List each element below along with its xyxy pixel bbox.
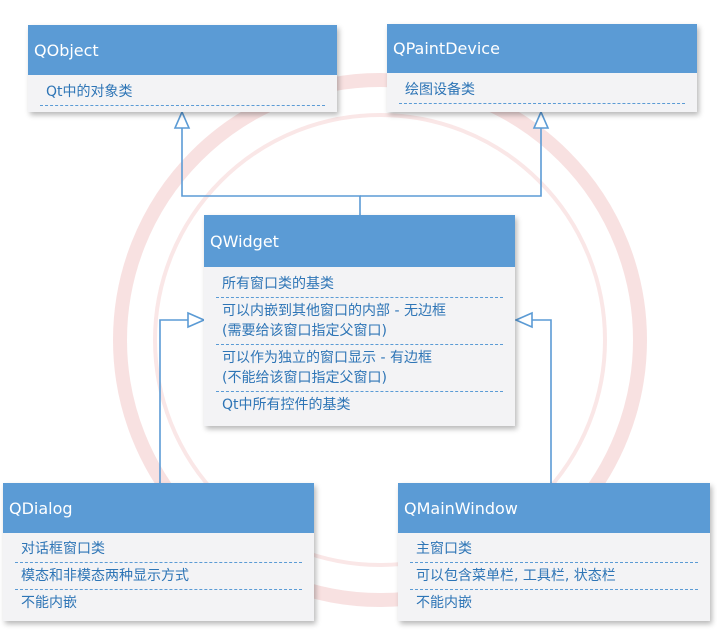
qdialog-member-3: 不能内嵌 bbox=[21, 595, 77, 611]
qwidget-member-1: 所有窗口类的基类 bbox=[216, 271, 503, 298]
class-qwidget-name: QWidget bbox=[204, 215, 515, 267]
qwidget-member-2-line-2: (需要给该窗口指定父窗口) bbox=[222, 323, 387, 339]
class-qmainwindow: QMainWindow 主窗口类 可以包含菜单栏, 工具栏, 状态栏 不能内嵌 bbox=[398, 483, 710, 621]
class-qpaintdevice-name: QPaintDevice bbox=[387, 24, 697, 73]
class-qdialog-name: QDialog bbox=[3, 483, 314, 533]
class-qwidget: QWidget 所有窗口类的基类 可以内嵌到其他窗口的内部 - 无边框 (需要给… bbox=[204, 215, 515, 426]
arrowhead-qdialog bbox=[187, 311, 206, 329]
arrowhead-qobject bbox=[173, 110, 191, 129]
qmainwindow-member-2: 可以包含菜单栏, 工具栏, 状态栏 bbox=[410, 563, 698, 590]
connector-qdialog-qwidget bbox=[159, 319, 190, 483]
qdialog-member-1: 对话框窗口类 bbox=[15, 536, 302, 563]
connector-qmainwindow-qwidget bbox=[530, 319, 552, 483]
class-qpaintdevice: QPaintDevice 绘图设备类 bbox=[387, 24, 697, 112]
arrowhead-qpaintdevice bbox=[532, 110, 550, 129]
qmainwindow-member-3: 不能内嵌 bbox=[416, 595, 472, 611]
qpaintdevice-member: 绘图设备类 bbox=[399, 77, 685, 104]
qwidget-member-4: Qt中所有控件的基类 bbox=[216, 392, 503, 418]
qwidget-member-2: 可以内嵌到其他窗口的内部 - 无边框 (需要给该窗口指定父窗口) bbox=[216, 298, 503, 345]
class-qmainwindow-name: QMainWindow bbox=[398, 483, 710, 533]
qwidget-member-3: 可以作为独立的窗口显示 - 有边框 (不能给该窗口指定父窗口) bbox=[216, 345, 503, 392]
class-qobject-name: QObject bbox=[28, 25, 337, 75]
qwidget-member-3-line-1: 可以作为独立的窗口显示 - 有边框 bbox=[222, 350, 432, 366]
qwidget-member-3-line-2: (不能给该窗口指定父窗口) bbox=[222, 370, 387, 386]
qdialog-member-2: 模态和非模态两种显示方式 bbox=[15, 563, 302, 590]
connector-qwidget-qobject bbox=[181, 126, 361, 215]
qwidget-member-4-line-1: Qt中所有控件的基类 bbox=[222, 397, 351, 413]
qwidget-member-1-line-1: 所有窗口类的基类 bbox=[222, 276, 334, 292]
class-qdialog: QDialog 对话框窗口类 模态和非模态两种显示方式 不能内嵌 bbox=[3, 483, 314, 621]
class-qobject: QObject Qt中的对象类 bbox=[28, 25, 337, 112]
arrowhead-qmainwindow bbox=[514, 311, 533, 329]
qmainwindow-member-1: 主窗口类 bbox=[410, 536, 698, 563]
qobject-member: Qt中的对象类 bbox=[40, 79, 325, 106]
qwidget-member-2-line-1: 可以内嵌到其他窗口的内部 - 无边框 bbox=[222, 303, 446, 319]
connector-qwidget-qpaintdevice bbox=[360, 126, 542, 197]
